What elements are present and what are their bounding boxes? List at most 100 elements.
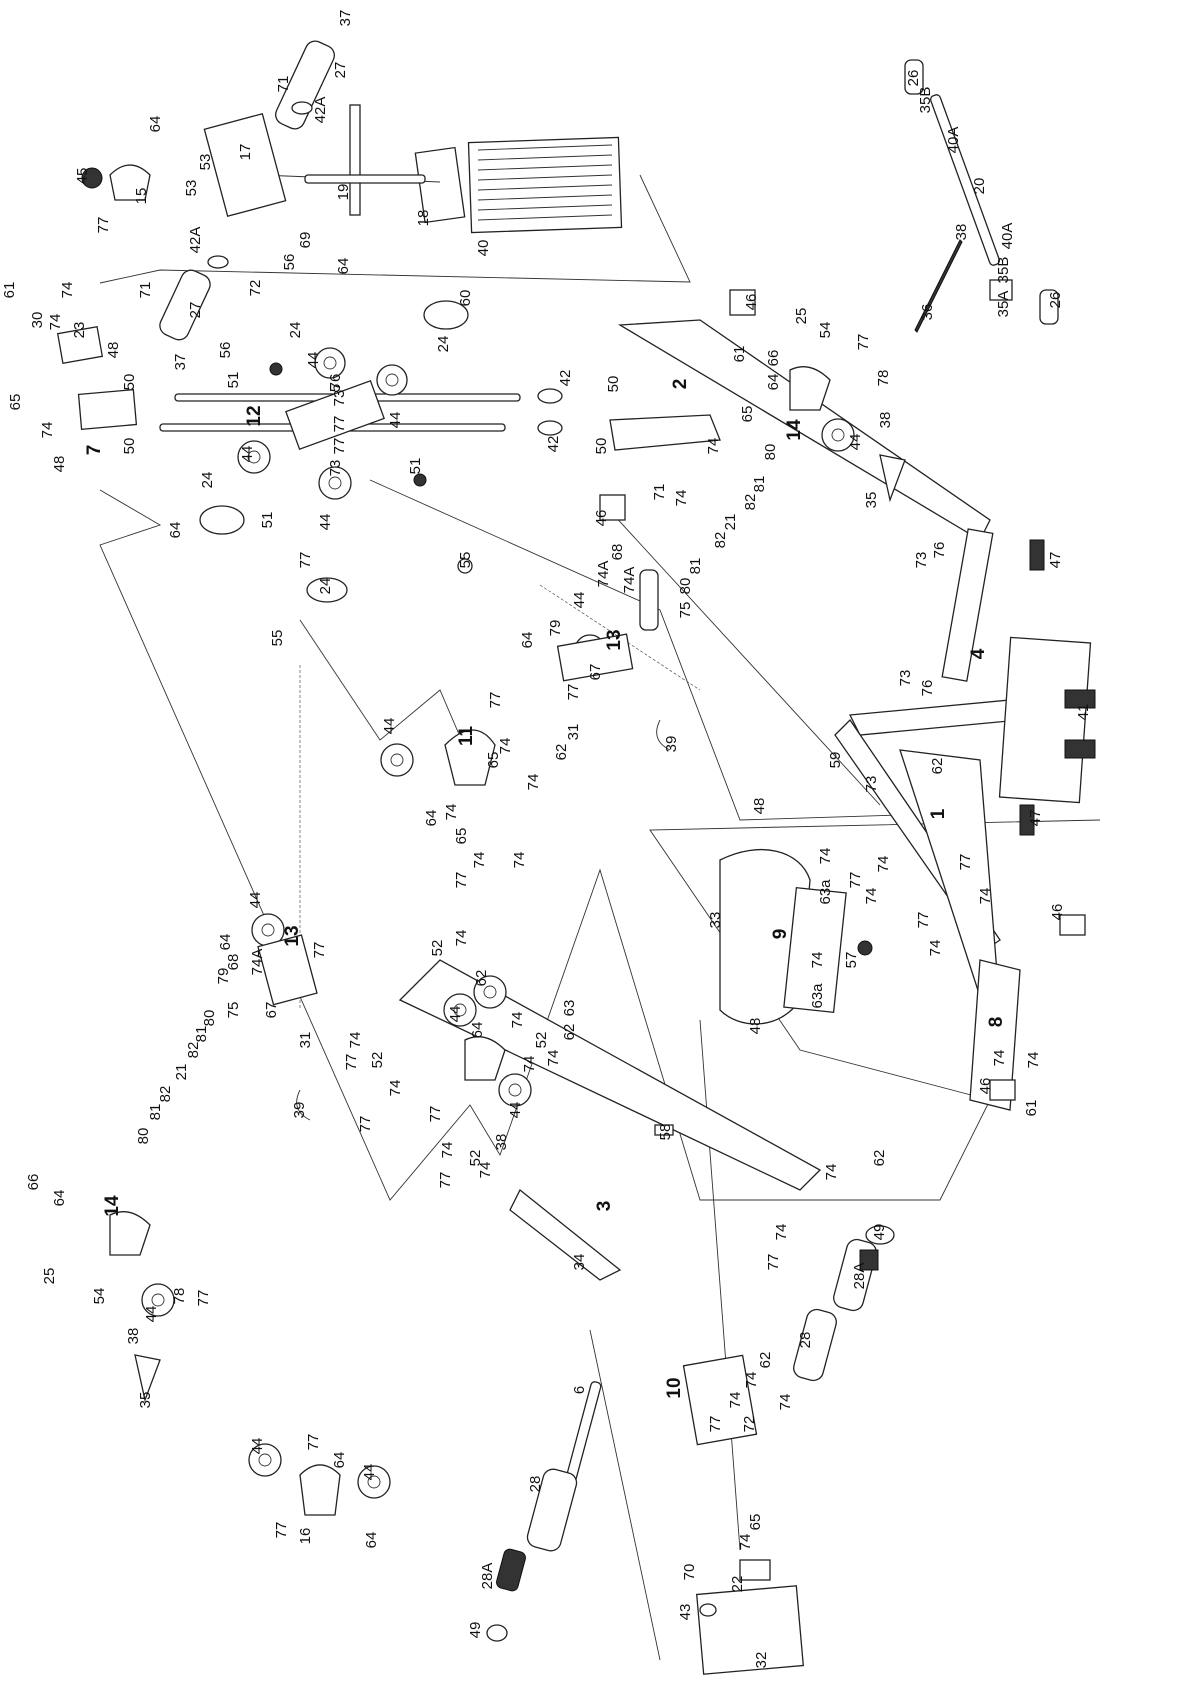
base-frame	[599, 289, 1096, 1111]
part-label: 71	[651, 484, 668, 501]
part-label: 79	[547, 620, 564, 637]
part-label: 70	[681, 1564, 698, 1581]
part-label: 38	[953, 224, 970, 241]
part-label: 28A	[479, 1563, 496, 1590]
part-label: 71	[137, 282, 154, 299]
part-label: 44	[305, 352, 322, 369]
part-label: 78	[875, 370, 892, 387]
part-label: 26	[1047, 292, 1064, 309]
part-label: 64	[519, 632, 536, 649]
part-label: 36	[919, 304, 936, 321]
part-label: 74	[817, 848, 834, 865]
part-label: 82	[742, 494, 759, 511]
part-label: 77	[343, 1054, 360, 1071]
part-label: 44	[571, 592, 588, 609]
part-label: 63	[561, 1000, 578, 1017]
part-label: 31	[297, 1032, 314, 1049]
part-label: 76	[327, 374, 344, 391]
part-label: 74	[497, 738, 514, 755]
part-label: 77	[273, 1522, 290, 1539]
part-label: 6	[571, 1386, 588, 1394]
part-label: 77	[331, 416, 348, 433]
part-label: 77	[305, 1434, 322, 1451]
part-label: 46	[1049, 904, 1066, 921]
part-label: 76	[919, 680, 936, 697]
part-label: 11	[456, 726, 477, 747]
part-label: 31	[565, 724, 582, 741]
arm-and-leg-assembly	[398, 959, 895, 1675]
part-label: 48	[51, 456, 68, 473]
part-label: 44	[447, 1006, 464, 1023]
part-label: 48	[105, 342, 122, 359]
part-label: 25	[793, 308, 810, 325]
part-label: 82	[185, 1042, 202, 1059]
part-label: 27	[187, 302, 204, 319]
part-label: 80	[762, 444, 779, 461]
part-label: 61	[1023, 1100, 1040, 1117]
part-label: 9	[770, 929, 791, 940]
weight-stack	[81, 40, 623, 341]
part-label: 65	[739, 406, 756, 423]
part-label: 35B	[917, 87, 934, 114]
part-label: 40A	[999, 223, 1016, 250]
part-label: 74	[991, 1050, 1008, 1067]
part-label: 74	[727, 1392, 744, 1409]
part-label: 74	[927, 940, 944, 957]
part-label: 71	[275, 76, 292, 93]
part-label: 38	[877, 412, 894, 429]
part-label: 77	[427, 1106, 444, 1123]
part-label: 44	[387, 412, 404, 429]
part-label: 64	[765, 374, 782, 391]
part-label: 2	[670, 379, 691, 390]
part-label: 49	[871, 1224, 888, 1241]
part-label: 74	[39, 422, 56, 439]
part-label: 56	[281, 254, 298, 271]
part-label: 48	[747, 1018, 764, 1035]
part-label: 74	[509, 1012, 526, 1029]
part-label: 62	[553, 744, 570, 761]
part-label: 40A	[945, 127, 962, 154]
part-label: 74	[737, 1534, 754, 1551]
part-label: 13	[282, 925, 303, 946]
part-label: 7	[84, 445, 105, 456]
part-label: 73	[327, 460, 344, 477]
part-label: 53	[183, 180, 200, 197]
part-label: 35B	[995, 257, 1012, 284]
part-label: 74	[443, 804, 460, 821]
part-label: 63a	[817, 879, 834, 905]
part-label: 44	[361, 1464, 378, 1481]
part-label: 65	[485, 752, 502, 769]
part-label: 46	[743, 294, 760, 311]
part-label: 35	[137, 1392, 154, 1409]
part-label: 44	[847, 434, 864, 451]
part-label: 43	[677, 1604, 694, 1621]
part-label: 52	[533, 1032, 550, 1049]
part-label: 74	[773, 1224, 790, 1241]
part-label: 74A	[621, 567, 638, 594]
part-label: 67	[587, 664, 604, 681]
part-label: 37	[337, 10, 354, 27]
part-label: 53	[197, 154, 214, 171]
part-label: 74	[673, 490, 690, 507]
part-label: 44	[317, 514, 334, 531]
part-label: 62	[929, 758, 946, 775]
part-label: 62	[871, 1150, 888, 1167]
part-label: 24	[199, 472, 216, 489]
part-label: 64	[147, 116, 164, 133]
part-label: 74	[47, 314, 64, 331]
part-label: 57	[843, 952, 860, 969]
part-label: 74	[705, 438, 722, 455]
part-label: 73	[897, 670, 914, 687]
part-label: 63a	[809, 983, 826, 1009]
part-label: 32	[753, 1652, 770, 1669]
part-label: 42A	[187, 227, 204, 254]
part-label: 66	[765, 350, 782, 367]
part-label: 46	[593, 510, 610, 527]
part-label: 42	[545, 436, 562, 453]
part-label: 77	[437, 1172, 454, 1189]
part-label: 66	[25, 1174, 42, 1191]
part-label: 79	[215, 968, 232, 985]
part-label: 52	[467, 1150, 484, 1167]
part-label: 74	[545, 1050, 562, 1067]
part-label: 47	[1047, 552, 1064, 569]
